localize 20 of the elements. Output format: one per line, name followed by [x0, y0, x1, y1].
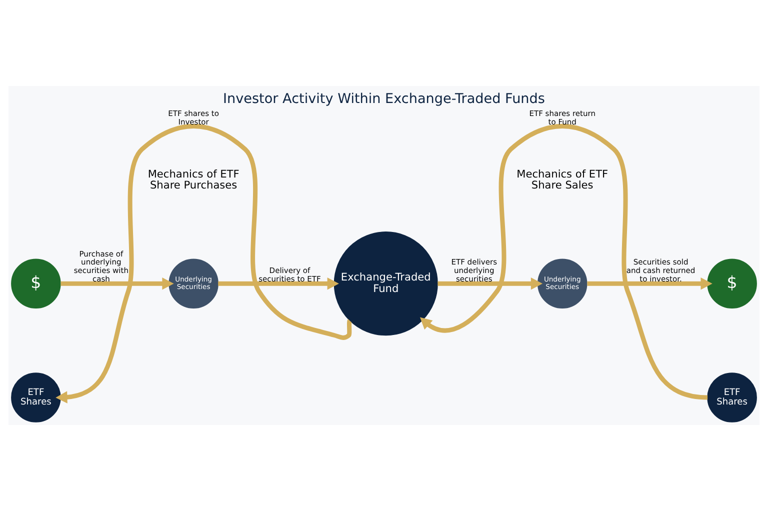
- node-circle: $: [11, 258, 61, 308]
- arrow: [587, 276, 712, 290]
- edge-label: ETF delivers underlying securities: [451, 257, 498, 283]
- node-circle: $: [707, 258, 757, 308]
- label: Mechanics of ETF Share Sales: [516, 168, 608, 192]
- edge-label: Delivery of securities to ETF: [258, 266, 321, 283]
- label: Mechanics of ETF Share Purchases: [148, 168, 240, 192]
- edge-label: Securities sold and cash returned to investor.: [626, 257, 696, 283]
- arrow: [218, 276, 339, 290]
- arrow: [420, 124, 708, 400]
- arrow: [438, 276, 543, 290]
- edge-label: ETF shares return to Fund: [529, 108, 596, 126]
- arrow: [56, 124, 352, 403]
- diagram-title: Investor Activity Within Exchange-Traded Funds: [223, 90, 545, 106]
- node-circle: Exchange-Traded Fund: [334, 231, 438, 336]
- arrow: [60, 276, 174, 290]
- node-circle: ETF Shares: [707, 372, 757, 422]
- node-circle: ETF Shares: [11, 372, 61, 422]
- edge-label: Purchase of underlying securities with cash: [74, 248, 129, 283]
- edge-label: ETF shares to Investor: [168, 108, 219, 126]
